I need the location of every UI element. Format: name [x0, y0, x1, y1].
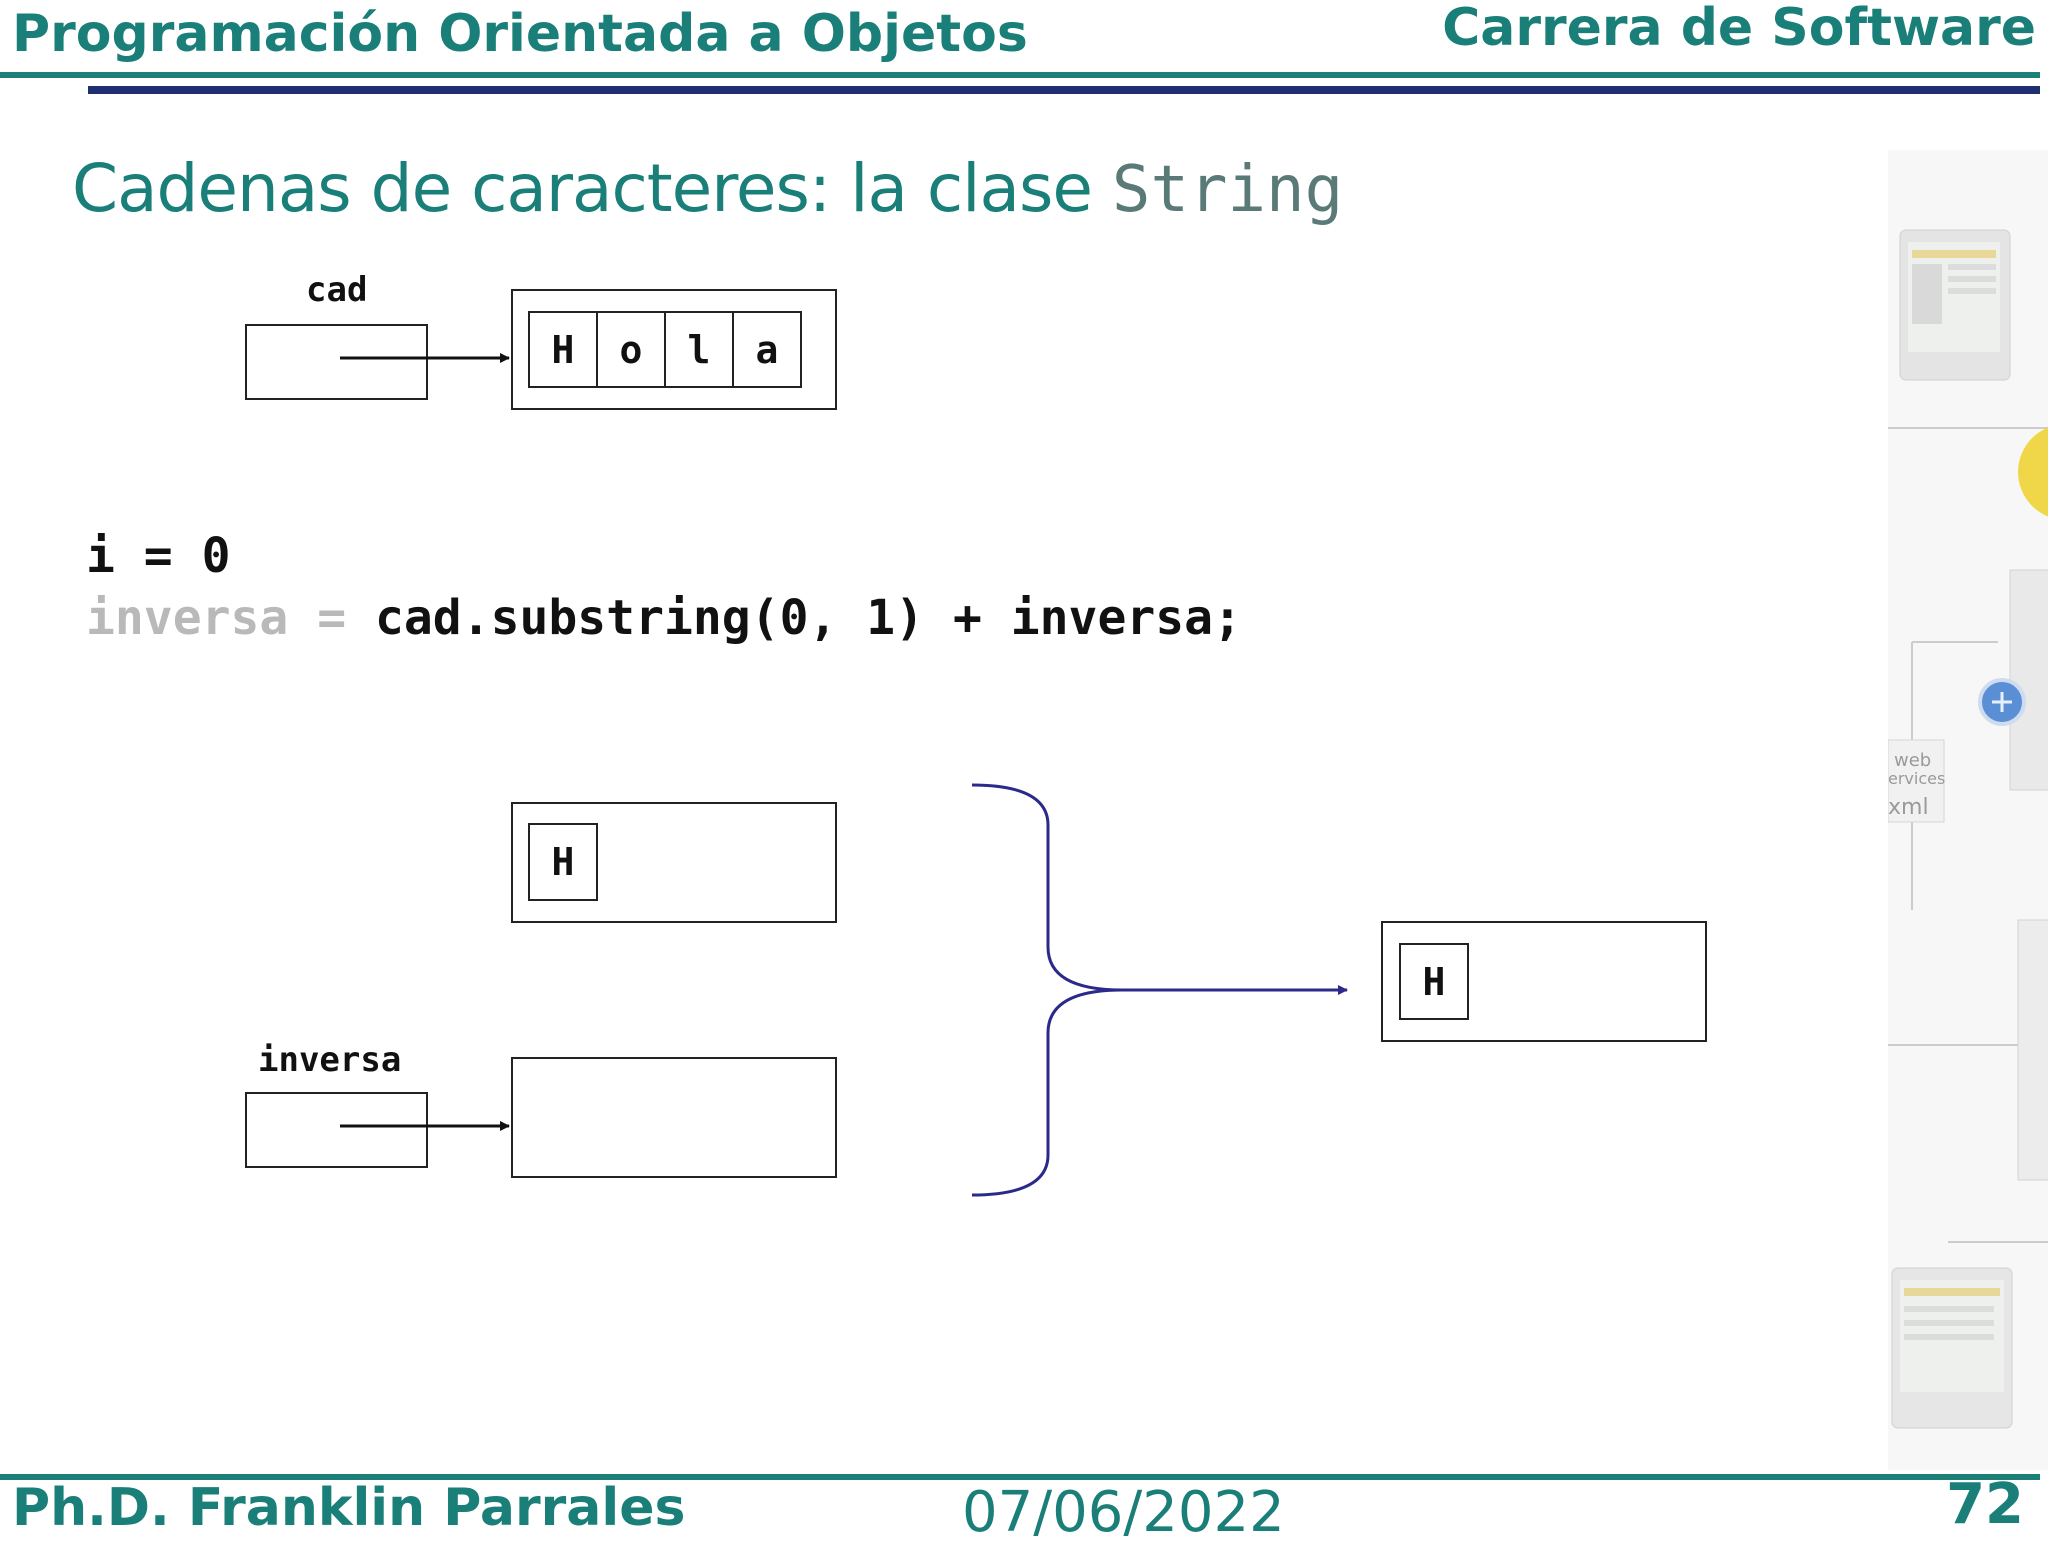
slide-title: Cadenas de caracteres: la clase String [72, 150, 1343, 227]
program-title: Carrera de Software [1442, 0, 2036, 58]
concat-bracket [971, 783, 1123, 1197]
char-cell-3: a [732, 311, 802, 388]
inversa-label: inversa [258, 1040, 402, 1080]
substring-char-cell: H [528, 823, 598, 901]
author-name: Ph.D. Franklin Parrales [12, 1478, 686, 1538]
slide-title-class: String [1111, 153, 1344, 227]
result-char-cell: H [1399, 943, 1469, 1020]
inversa-variable-box [245, 1092, 428, 1168]
substring-object [511, 802, 837, 923]
code-line-2: inversa = cad.substring(0, 1) + inversa; [86, 590, 1242, 646]
sidebar-text-services: ervices [1888, 769, 1945, 788]
slide-date: 07/06/2022 [962, 1480, 1285, 1545]
page-number: 72 [1946, 1472, 2024, 1537]
sidebar-text-xml: xml [1888, 795, 1929, 820]
code-line-2-main: cad.substring(0, 1) + inversa; [374, 590, 1242, 646]
code-line-2-faded: inversa = [86, 590, 375, 646]
course-title: Programación Orientada a Objetos [12, 4, 1028, 64]
header-rule-teal [0, 72, 2040, 78]
code-line-1: i = 0 [86, 528, 231, 584]
decorative-sidebar-image: web ervices xml [1888, 150, 2048, 1470]
hola-string-object [511, 289, 837, 410]
footer-rule [0, 1474, 2040, 1480]
cad-variable-box [245, 324, 428, 400]
header-rule-navy [88, 86, 2040, 94]
slide-title-text: Cadenas de caracteres: la clase [72, 150, 1112, 227]
cad-label: cad [306, 270, 368, 310]
result-object [1381, 921, 1707, 1042]
inversa-empty-object [511, 1057, 837, 1178]
sidebar-text-web: web [1894, 750, 1931, 771]
